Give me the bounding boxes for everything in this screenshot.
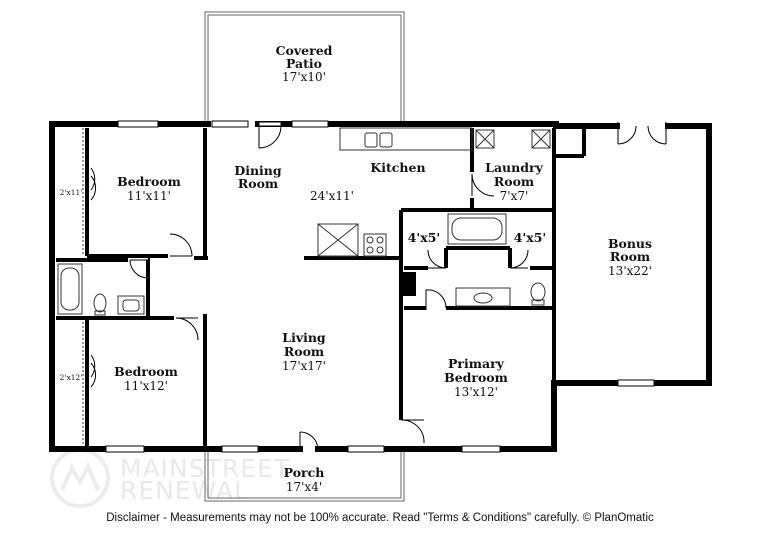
water-heater [402,272,416,296]
laundry-name-line2: Room [494,174,534,189]
primary-bath-fixtures [447,213,546,307]
room-labels: Covered Patio 17'x10' Bedroom 11'x11' 2'… [60,43,652,494]
patio-name-line2: Patio [286,56,322,71]
bedroom2-name: Bedroom [114,364,178,379]
closet2-dim: 2'x12' [60,373,83,382]
bonus-name-line2: Room [610,249,650,264]
porch-name: Porch [284,465,325,480]
laundry-name-line1: Laundry [485,160,543,175]
porch-outline [204,449,405,502]
hall-bath-fixtures [57,263,145,316]
laundry-dim: 7'x7' [500,189,529,203]
patio-name-line1: Covered [276,43,333,58]
patio-dim: 17'x10' [282,70,326,84]
doors [90,121,667,450]
bedroom1-name: Bedroom [117,174,181,189]
kitchen-name: Kitchen [370,160,425,175]
disclaimer-text: Disclaimer - Measurements may not be 100… [106,512,654,524]
windows [105,120,655,453]
closet-a-dim: 4'x5' [408,230,441,245]
living-name-line2: Room [284,344,324,359]
porch-dim: 17'x4' [286,480,322,494]
primary-name-line2: Bedroom [444,370,508,385]
primary-name-line1: Primary [448,356,505,371]
dining-name-line1: Dining [234,163,282,178]
bonus-dim: 13'x22' [608,264,652,278]
living-dim: 17'x17' [282,359,326,373]
dining-name-line2: Room [238,176,278,191]
bedroom2-dim: 11'x12' [124,379,168,393]
watermark-line2: RENEWAL [120,476,249,505]
kitchen-fixtures [317,127,473,257]
laundry-fixtures [475,129,551,149]
interior-walls [56,128,586,446]
closet-b-dim: 4'x5' [514,230,547,245]
closet1-dim: 2'x11' [60,188,83,197]
primary-dim: 13'x12' [454,385,498,399]
living-name-line1: Living [282,330,326,345]
kitchen-dim: 24'x11' [310,189,354,203]
covered-patio-outline [204,11,405,124]
bedroom1-dim: 11'x11' [127,189,171,203]
bonus-name-line1: Bonus [608,236,652,251]
